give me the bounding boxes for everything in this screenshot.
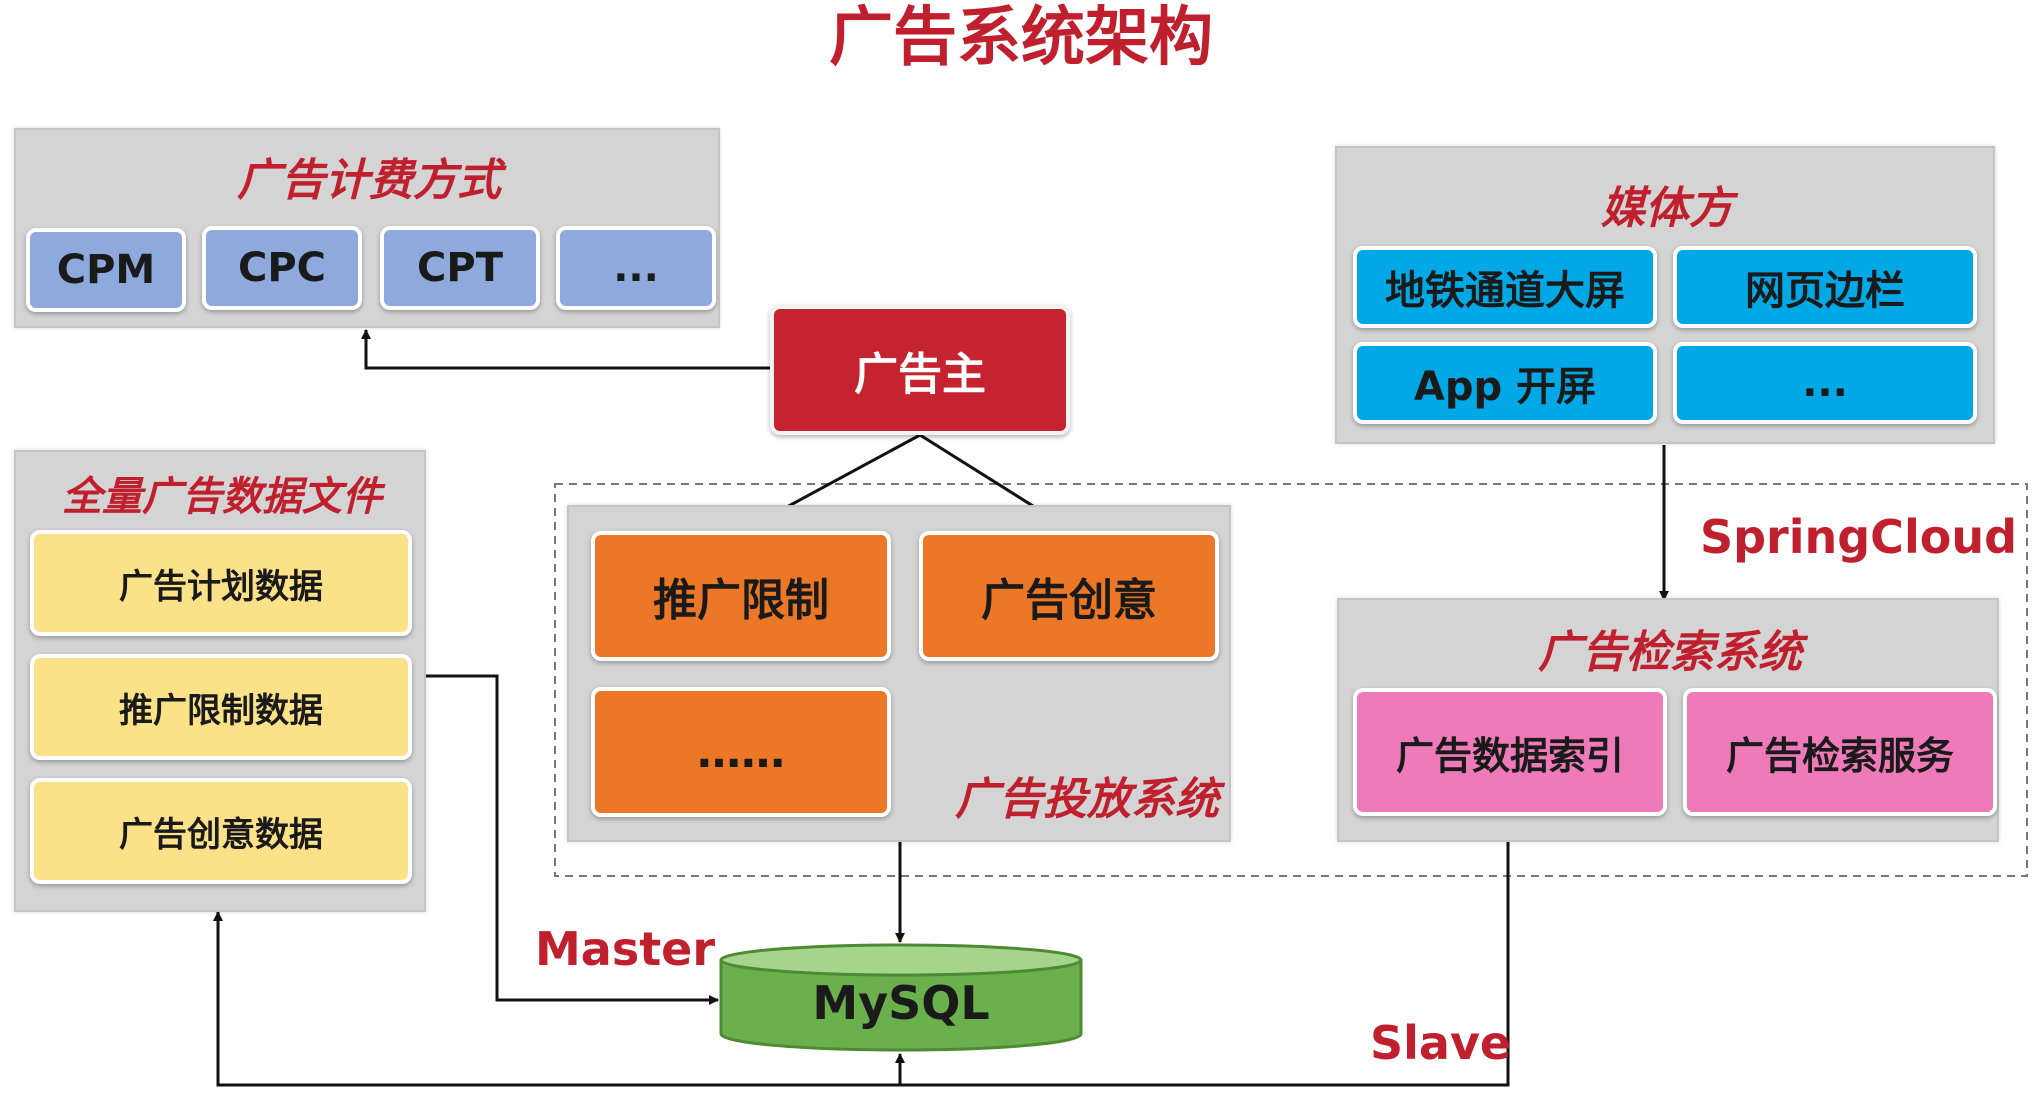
data-file-creative: 广告创意数据: [30, 778, 412, 884]
retrieval-item-data-index: 广告数据索引: [1353, 688, 1667, 816]
billing-item-cpt: CPT: [380, 226, 540, 310]
mysql-database: [719, 943, 1083, 1052]
retrieval-panel: 广告检索系统 广告数据索引 广告检索服务: [1337, 598, 1999, 842]
billing-panel-label: 广告计费方式: [237, 155, 501, 206]
diagram-title: 广告系统架构: [829, 1, 1213, 75]
media-item-app-splash: App 开屏: [1353, 342, 1657, 424]
line-slave-bottom: [213, 818, 1510, 1087]
media-item-more: ...: [1673, 342, 1977, 424]
mysql-label: MySQL: [812, 976, 990, 1030]
data-file-plan: 广告计划数据: [30, 530, 412, 636]
advertiser-box: 广告主: [770, 305, 1070, 435]
data-file-promo-limit: 推广限制数据: [30, 654, 412, 760]
billing-item-cpm: CPM: [26, 228, 186, 312]
delivery-item-more: ……: [591, 687, 891, 817]
billing-item-cpc: CPC: [202, 226, 362, 310]
springcloud-boundary: [554, 483, 2028, 877]
billing-panel: 广告计费方式 CPM CPC CPT ...: [14, 128, 720, 328]
retrieval-item-search-service: 广告检索服务: [1683, 688, 1997, 816]
media-item-web-sidebar: 网页边栏: [1673, 246, 1977, 328]
delivery-item-promo-limit: 推广限制: [591, 531, 891, 661]
media-panel-label: 媒体方: [1601, 183, 1733, 234]
media-panel: 媒体方 地铁通道大屏 网页边栏 App 开屏 ...: [1335, 146, 1995, 444]
billing-item-more: ...: [556, 226, 716, 310]
full-data-panel: 全量广告数据文件 广告计划数据 推广限制数据 广告创意数据: [14, 450, 426, 912]
slave-label: Slave: [1370, 1016, 1512, 1070]
delivery-item-creative: 广告创意: [919, 531, 1219, 661]
retrieval-panel-label: 广告检索系统: [1538, 627, 1802, 678]
media-item-subway-screen: 地铁通道大屏: [1353, 246, 1657, 328]
delivery-panel: 推广限制 广告创意 …… 广告投放系统: [567, 505, 1231, 842]
delivery-panel-label: 广告投放系统: [955, 774, 1219, 825]
full-data-panel-label: 全量广告数据文件: [62, 474, 382, 520]
master-label: Master: [535, 922, 716, 976]
arrow-advertiser-to-billing: [361, 329, 770, 370]
arrow-master-to-mysql: [425, 674, 719, 1005]
springcloud-label: SpringCloud: [1700, 510, 2017, 564]
